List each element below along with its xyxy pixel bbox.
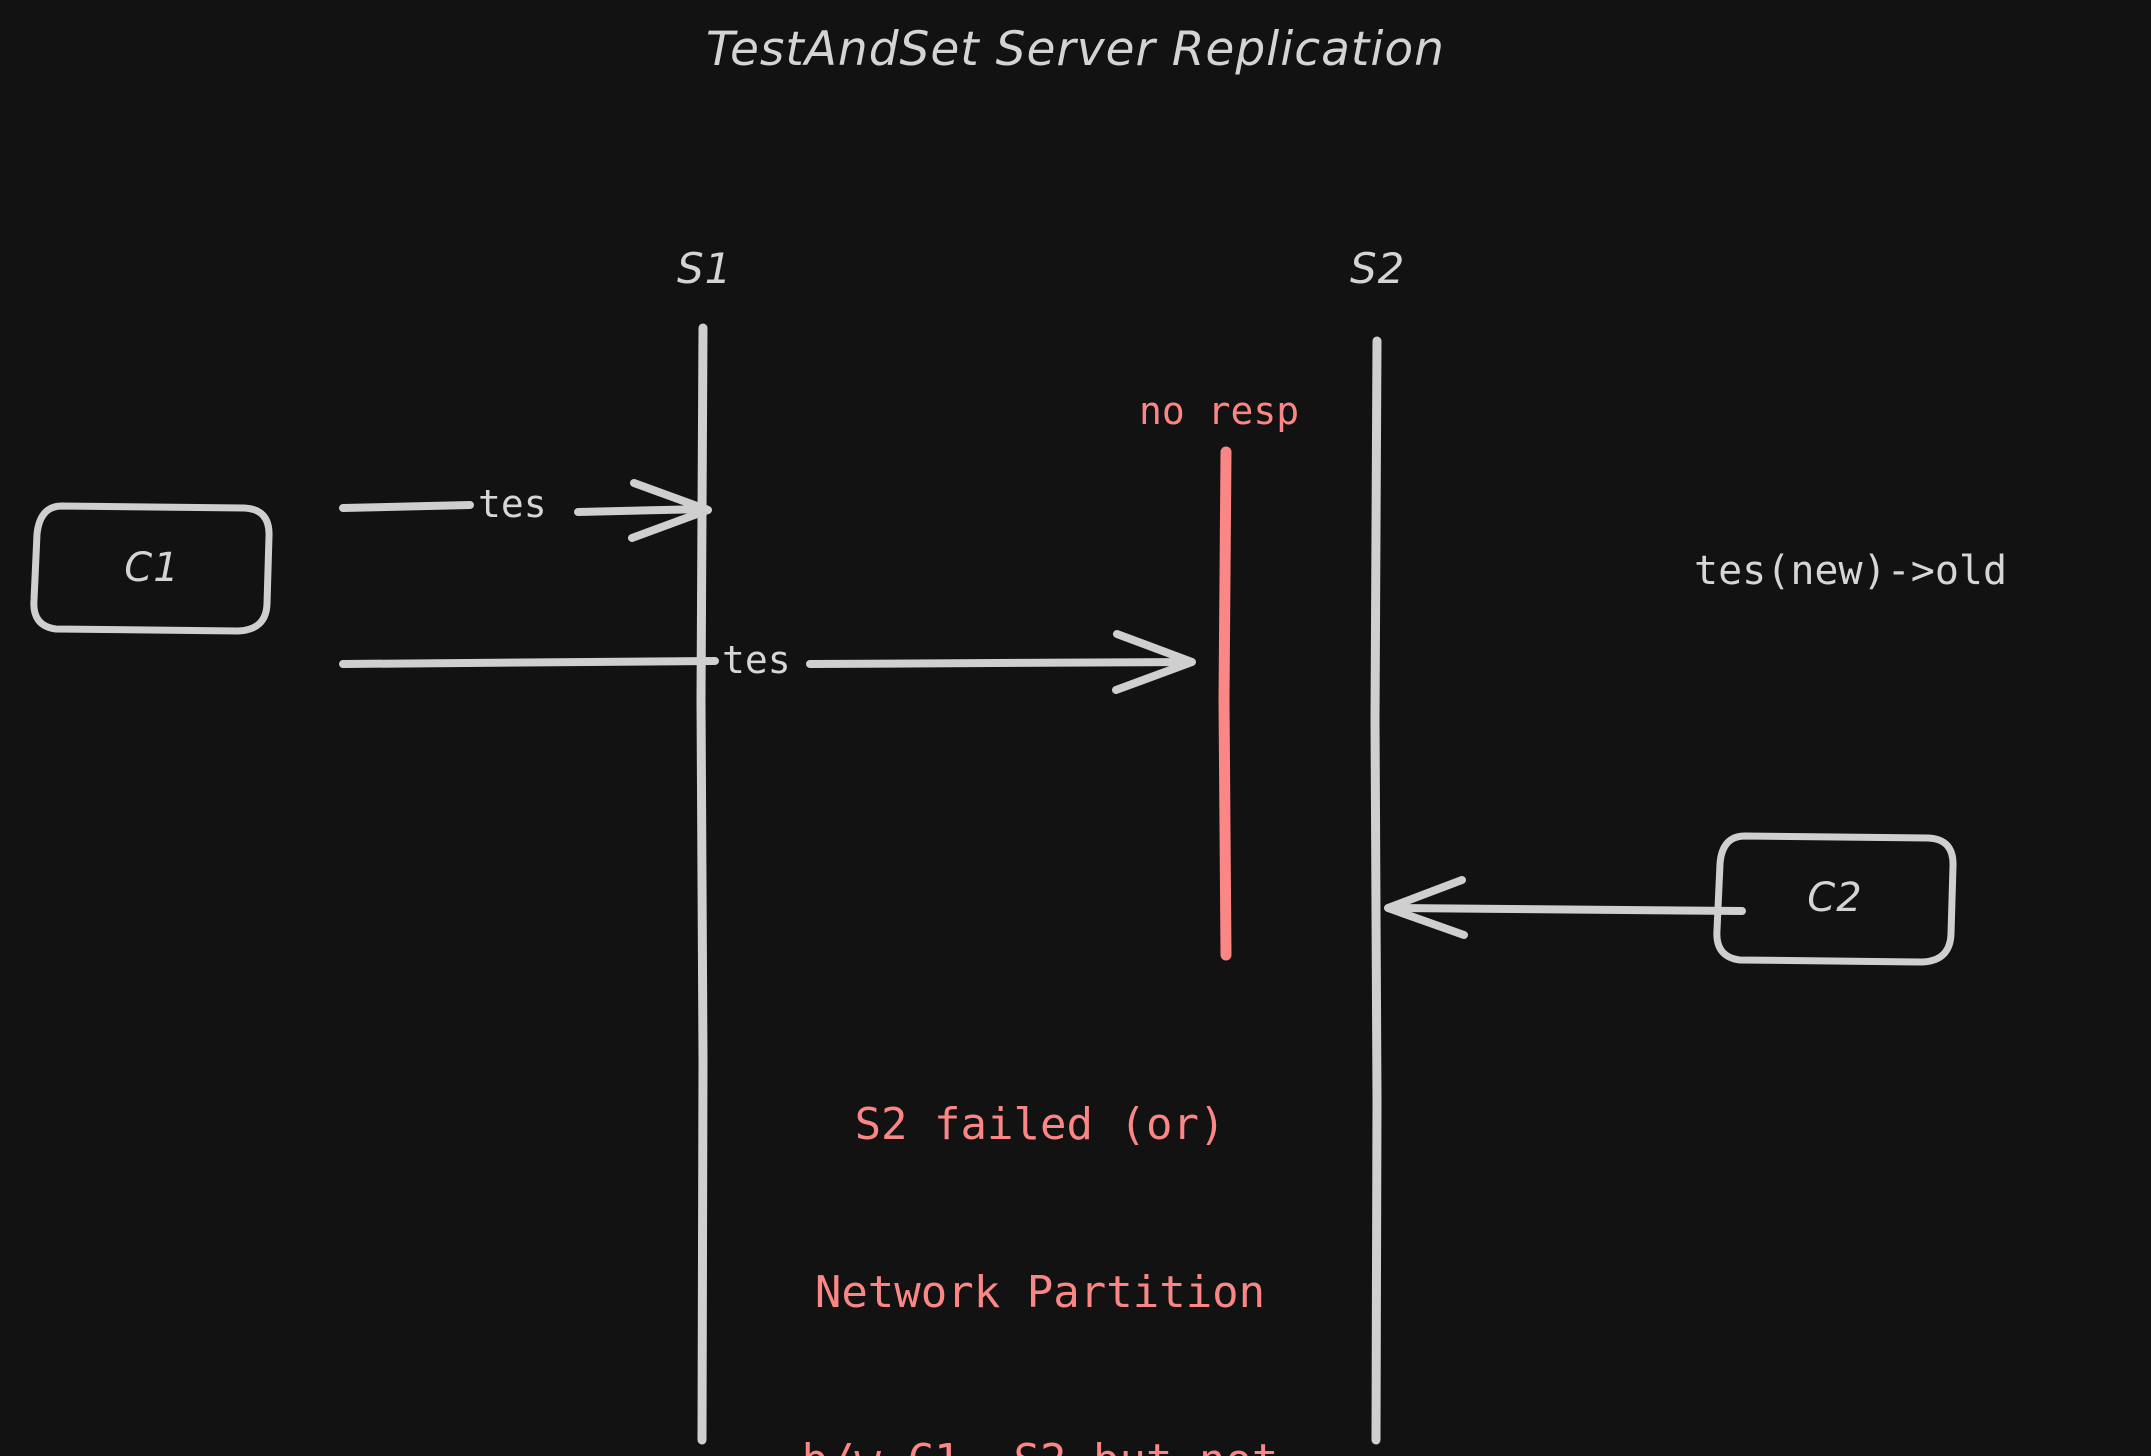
no-response-bar [1218, 446, 1232, 961]
no-response-label: no resp [1139, 389, 1300, 433]
failure-note-line-3: b/w C1, S2 but not [700, 1433, 1380, 1456]
message-arrowhead-2 [1112, 630, 1196, 694]
actor-c1[interactable]: C1 [34, 505, 270, 631]
failure-note: S2 failed (or) Network Partition b/w C1,… [700, 985, 1380, 1456]
message-label-2: tes [722, 638, 791, 682]
failure-note-line-1: S2 failed (or) [854, 1099, 1226, 1150]
actor-label-c2: C2 [1807, 875, 1863, 921]
message-arrow-1-right [574, 505, 710, 516]
message-arrow-2-right [806, 658, 1194, 668]
lifeline-label-s2: S2 [1350, 244, 1406, 293]
message-arrow-1-left [339, 501, 474, 512]
message-arrowhead-3 [1384, 876, 1468, 939]
message-arrow-3 [1388, 904, 1746, 915]
tes-semantics-note: tes(new)->old [1694, 548, 2008, 594]
failure-note-line-2: Network Partition [814, 1267, 1266, 1318]
page-title: TestAndSet Server Replication [706, 22, 1445, 77]
message-arrowhead-1 [628, 479, 712, 542]
lifeline-label-s1: S1 [677, 244, 733, 293]
actor-c2[interactable]: C2 [1717, 835, 1953, 961]
message-label-1: tes [478, 482, 547, 526]
actor-label-c1: C1 [124, 545, 180, 591]
message-arrow-2-left [339, 657, 719, 668]
